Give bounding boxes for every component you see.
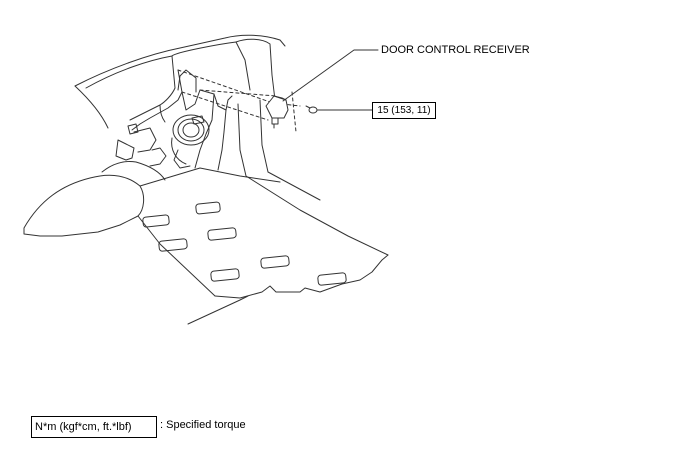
torque-unit-legend-box: N*m (kgf*cm, ft.*lbf)	[31, 416, 157, 438]
body-panel-outline	[74, 34, 286, 129]
door-control-receiver	[265, 95, 289, 129]
torque-value-box: 15 (153, 11)	[372, 102, 436, 119]
round-boss	[171, 114, 210, 169]
bolt	[305, 105, 318, 114]
console-bracket	[115, 69, 233, 171]
torque-legend-description: : Specified torque	[160, 419, 246, 431]
receiver-leader-line	[282, 49, 379, 102]
floor-panel	[137, 99, 389, 325]
door-control-receiver-label: DOOR CONTROL RECEIVER	[381, 44, 530, 56]
phantom-lines	[177, 69, 301, 133]
